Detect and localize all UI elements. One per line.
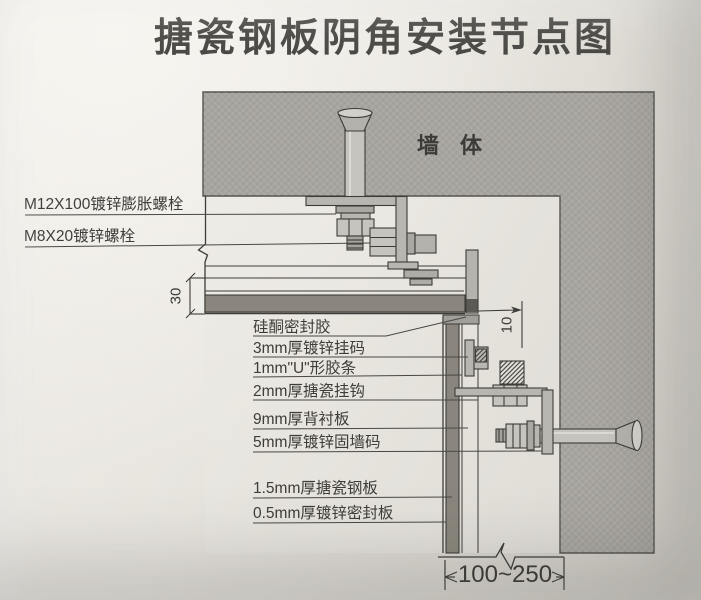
silicone-sealant-bead [466, 299, 478, 312]
washer-right [533, 424, 541, 448]
hex-nut-right [505, 423, 528, 449]
m8-bolt-head [414, 234, 437, 254]
m8-hex-nut [369, 227, 397, 257]
top-anchor-assembly [305, 107, 439, 286]
callout-wall-fixing-bracket: 5mm厚镀锌固墙码 [253, 434, 381, 451]
hanger-clip [403, 269, 439, 279]
washer [335, 205, 375, 214]
hanger-clip-tab [409, 278, 433, 286]
enamel-wall-panel [445, 317, 460, 554]
callout-enamel-hook: 2mm厚搪瓷挂钩 [253, 383, 365, 400]
dimension-100-250 [444, 557, 565, 590]
left-break-line [197, 196, 209, 313]
callout-backing-board: 9mm厚背衬板 [253, 411, 350, 428]
u-rubber-strip [442, 314, 480, 325]
wall-fixing-bracket-plate [541, 389, 554, 455]
anchor-bolt-shaft [344, 128, 366, 208]
leader-lines [24, 213, 543, 524]
m8-bolt-section [499, 360, 525, 385]
dim-100-250-label: 100~250 [457, 561, 553, 588]
dim-10-label: 10 [498, 316, 516, 334]
washer-right [526, 420, 535, 451]
z-bracket-foot [387, 261, 419, 270]
dimension-30 [185, 272, 205, 319]
drawing-title: 搪瓷钢板阴角安装节点图 [153, 17, 617, 60]
corner-edge-trim [465, 249, 479, 314]
right-anchor-assembly [454, 339, 643, 455]
bottom-cut-line [438, 542, 564, 571]
bracket-flange [305, 195, 407, 207]
anchor-bolt-head [337, 107, 373, 119]
m8-washer [406, 232, 416, 255]
anchor-bolt-head-right [631, 419, 643, 452]
dimension-10 [477, 301, 523, 348]
hex-nut [336, 218, 375, 237]
callout-galvanized-hanger-clip: 3mm厚镀锌挂码 [253, 340, 365, 357]
callout-m12-expansion-bolt: M12X100镀锌膨胀螺栓 [24, 196, 184, 213]
wall-label: 墙体 [417, 133, 504, 158]
washer [340, 212, 371, 220]
z-bracket-leg-right [454, 387, 548, 397]
dim-30-label: 30 [167, 287, 185, 305]
wall-section [202, 91, 655, 554]
bolt-section-hatch [474, 348, 488, 363]
callout-silicone-sealant: 硅酮密封胶 [253, 319, 331, 336]
callout-m8-bolt: M8X20镀锌螺栓 [24, 228, 136, 245]
enamel-ceiling-panel [204, 294, 466, 313]
callout-galvanized-sealing-plate: 0.5mm厚镀锌密封板 [253, 505, 394, 522]
hanger-clip-right [464, 339, 475, 377]
z-bracket-leg [395, 195, 408, 268]
callout-enamel-steel-panel: 1.5mm厚搪瓷钢板 [253, 480, 378, 497]
callout-u-rubber-strip: 1mm"U"形胶条 [253, 360, 357, 377]
threaded-stub-right [495, 428, 507, 443]
